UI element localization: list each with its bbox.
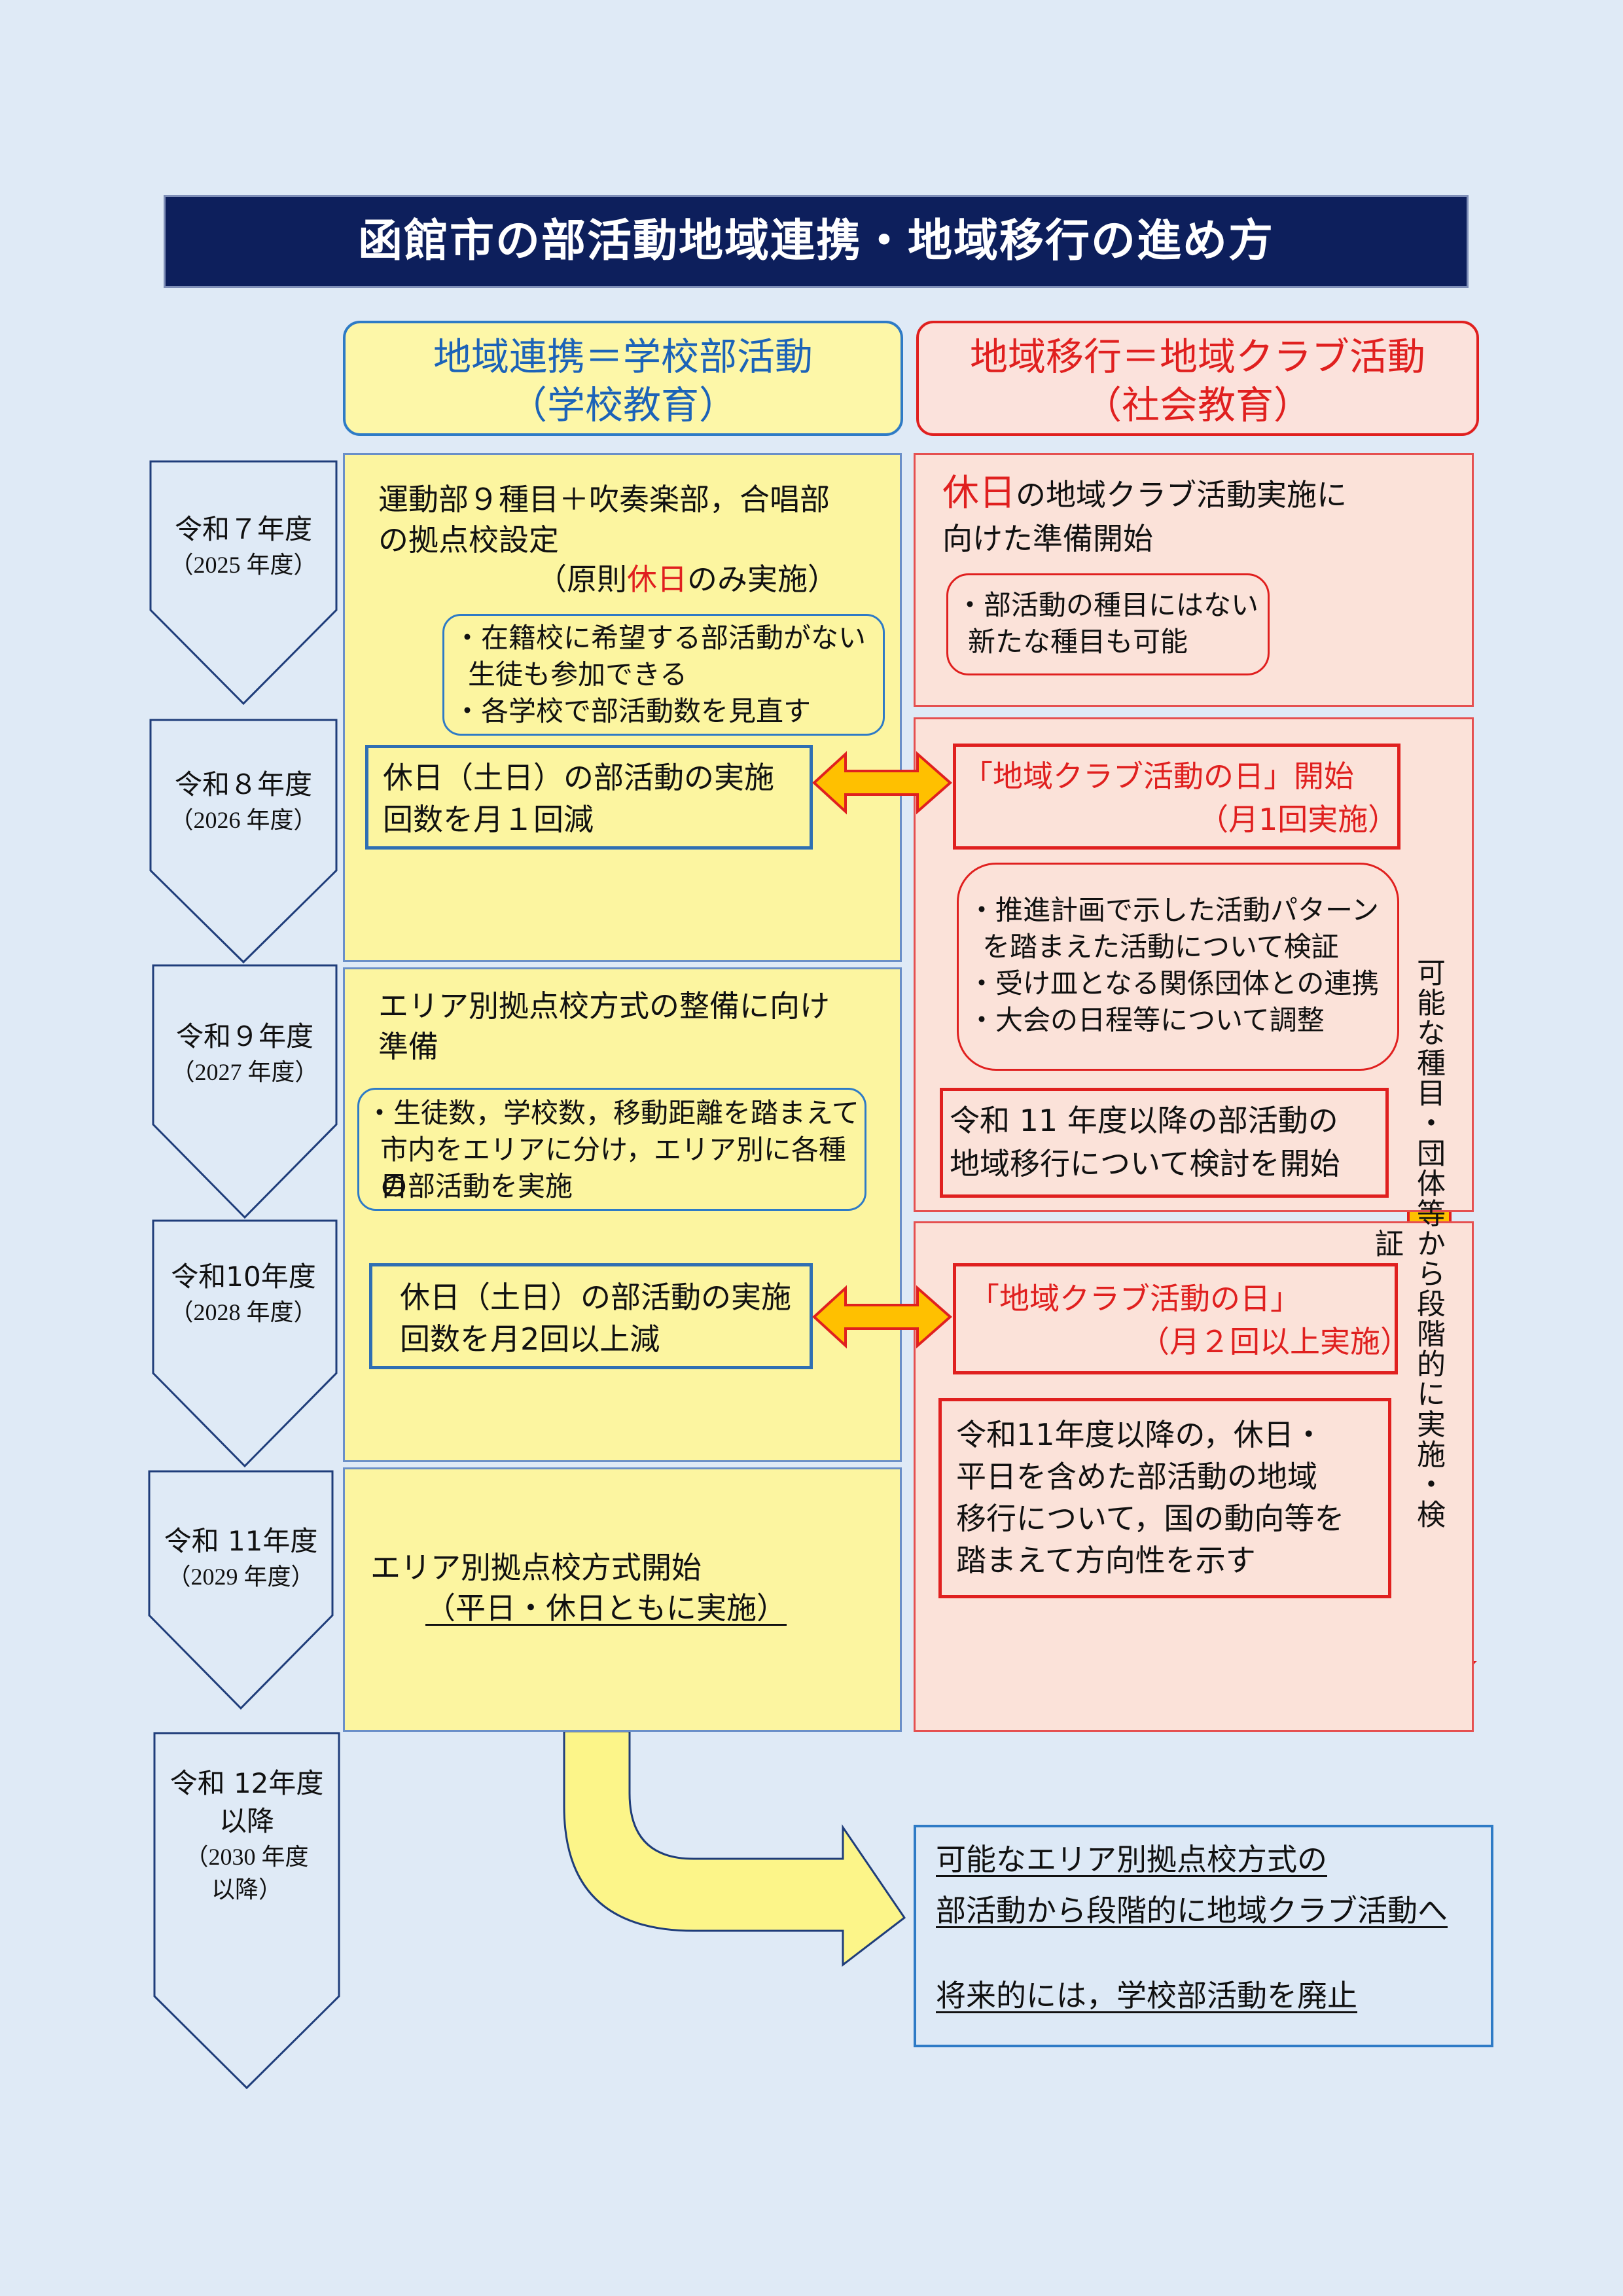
year-chevron-2026	[149, 719, 338, 964]
year-sub: （2026 年度）	[169, 807, 317, 833]
club-r8-day-line2: （月1回実施）	[1198, 802, 1399, 837]
school-r8-line2: 回数を月１回減	[383, 802, 594, 837]
school-r7-line3-post: のみ実施）	[687, 562, 838, 597]
school-r7-line3-red: 休日	[627, 562, 687, 597]
club-r7-note2: 新たな種目も可能	[968, 626, 1188, 658]
school-r7-line1: 運動部９種目＋吹奏楽部，合唱部	[378, 482, 830, 517]
column-header-school-line2: （学校教育）	[508, 383, 737, 427]
club-r10-day-line1: 「地域クラブ活動の日」	[969, 1281, 1300, 1316]
page-title: 函館市の部活動地域連携・地域移行の進め方	[164, 195, 1469, 288]
year-chevron-2027	[152, 964, 338, 1219]
club-r7-line2: 向けた準備開始	[942, 521, 1153, 556]
school-r9-line1: エリア別拠点校方式の整備に向け	[378, 988, 830, 1024]
final-line3-text: 将来的には，学校部活動を廃止	[936, 1978, 1357, 2013]
school-block-2029	[343, 1467, 902, 1732]
year-label-2026: 令和８年度 （2026 年度）	[151, 766, 336, 836]
school-r8-box: 休日（土日）の部活動の実施 回数を月１回減	[365, 745, 813, 850]
club-r8-review-box: 令和 11 年度以降の部活動の 地域移行について検討を開始	[940, 1088, 1389, 1198]
club-r10-box3: 移行について，国の動向等を	[956, 1501, 1345, 1536]
club-r8-day-box: 「地域クラブ活動の日」開始 （月1回実施）	[953, 744, 1400, 850]
school-r9-note1: ・生徒数，学校数，移動距離を踏まえて	[366, 1097, 859, 1129]
school-r9-line2: 準備	[378, 1029, 438, 1064]
year-main: 令和９年度	[175, 1020, 313, 1052]
vertical-arrow-text: 可能な種目・団体等から段階的に実施・検証	[1370, 958, 1445, 1530]
year-main: 令和 12年度	[169, 1767, 324, 1799]
club-r7-note1: ・部活動の種目にはない	[956, 589, 1259, 621]
club-r8-day-line1: 「地域クラブ活動の日」開始	[963, 759, 1354, 794]
school-r7-note3: ・各学校で部活動数を見直す	[454, 695, 812, 727]
final-line1: 可能なエリア別拠点校方式の	[936, 1839, 1327, 1880]
year-sub-2: 以降）	[211, 1876, 282, 1903]
year-sub: （2030 年度	[185, 1844, 309, 1870]
curved-arrow-icon	[563, 1730, 906, 1967]
school-r7-line3-pre: （原則	[537, 562, 627, 597]
year-main: 令和10年度	[171, 1261, 316, 1293]
school-r8-line1: 休日（土日）の部活動の実施	[383, 760, 774, 795]
final-outcome-box: 可能なエリア別拠点校方式の 部活動から段階的に地域クラブ活動へ 将来的には，学校…	[914, 1825, 1493, 2047]
club-r8-box1: 令和 11 年度以降の部活動の	[950, 1103, 1338, 1138]
club-r8-note1: ・推進計画で示した活動パターン	[968, 894, 1379, 926]
year-label-2028: 令和10年度 （2028 年度）	[151, 1258, 336, 1329]
year-label-2025: 令和７年度 （2025 年度）	[151, 511, 336, 581]
school-r9-note-box: ・生徒数，学校数，移動距離を踏まえて 市内をエリアに分け，エリア別に各種目 の部…	[357, 1088, 866, 1211]
club-r10-day-line2: （月２回以上実施）	[1139, 1324, 1410, 1359]
column-header-club: 地域移行＝地域クラブ活動 （社会教育）	[916, 321, 1479, 436]
school-block-2027-2028	[343, 967, 902, 1462]
column-header-school-line1: 地域連携＝学校部活動	[433, 334, 813, 379]
year-sub: （2025 年度）	[169, 552, 317, 578]
club-r7-line1-post: の地域クラブ活動実施に	[1016, 477, 1347, 512]
school-r10-line1: 休日（土日）の部活動の実施	[400, 1280, 791, 1315]
club-r8-note3: ・受け皿となる関係団体との連携	[968, 967, 1380, 999]
school-r10-line2: 回数を月2回以上減	[400, 1321, 660, 1357]
club-r8-note-box: ・推進計画で示した活動パターン を踏まえた活動について検証 ・受け皿となる関係団…	[957, 863, 1399, 1071]
year-label-2029: 令和 11年度 （2029 年度）	[149, 1522, 332, 1593]
final-line3: 将来的には，学校部活動を廃止	[936, 1975, 1357, 2016]
club-r10-direction-box: 令和11年度以降の，休日・ 平日を含めた部活動の地域 移行について，国の動向等を…	[938, 1398, 1391, 1598]
club-r8-note2: を踏まえた活動について検証	[982, 931, 1339, 963]
year-label-2030: 令和 12年度 以降 （2030 年度 以降）	[154, 1765, 339, 1906]
club-r8-note4: ・大会の日程等について調整	[968, 1004, 1325, 1036]
school-r10-box: 休日（土日）の部活動の実施 回数を月2回以上減	[369, 1263, 813, 1369]
club-r7-line1: 休日の地域クラブ活動実施に	[942, 473, 1347, 516]
year-sub: （2029 年度）	[167, 1564, 315, 1590]
column-header-club-line1: 地域移行＝地域クラブ活動	[969, 334, 1425, 379]
year-chevron-2028	[152, 1219, 338, 1468]
year-main: 令和７年度	[174, 513, 312, 545]
school-r7-note2: 生徒も参加できる	[468, 658, 688, 691]
year-chevron-2030	[153, 1732, 340, 2090]
school-r7-line3: （原則休日のみ実施）	[537, 559, 838, 600]
school-r7-line2: の拠点校設定	[378, 522, 559, 558]
club-r10-box2: 平日を含めた部活動の地域	[956, 1459, 1317, 1494]
year-chevron-2029	[148, 1470, 334, 1710]
year-label-2027: 令和９年度 （2027 年度）	[153, 1018, 336, 1088]
club-r10-day-box: 「地域クラブ活動の日」 （月２回以上実施）	[953, 1263, 1410, 1374]
year-main: 令和 11年度	[164, 1525, 318, 1557]
column-header-club-line2: （社会教育）	[1083, 383, 1311, 427]
school-r7-note-box: ・在籍校に希望する部活動がない 生徒も参加できる ・各学校で部活動数を見直す	[442, 614, 885, 736]
school-r11-line2: （平日・休日ともに実施）	[425, 1588, 787, 1628]
year-chevron-2025	[149, 460, 338, 706]
club-r7-note-box: ・部活動の種目にはない 新たな種目も可能	[946, 573, 1270, 675]
year-sub: （2027 年度）	[171, 1059, 319, 1085]
year-sub: （2028 年度）	[169, 1299, 317, 1325]
final-line2: 部活動から段階的に地域クラブ活動へ	[936, 1890, 1448, 1931]
school-r11-line1: エリア別拠点校方式開始	[370, 1550, 702, 1585]
column-header-school: 地域連携＝学校部活動 （学校教育）	[343, 321, 903, 436]
year-main-2: 以降	[219, 1805, 274, 1837]
final-line2-text: 部活動から段階的に地域クラブ活動へ	[936, 1893, 1448, 1928]
school-r11-line2-text: （平日・休日ともに実施）	[425, 1590, 787, 1626]
club-r8-box2: 地域移行について検討を開始	[950, 1146, 1340, 1181]
school-r9-note3: の部活動を実施	[380, 1170, 573, 1202]
final-line1-text: 可能なエリア別拠点校方式の	[936, 1842, 1327, 1877]
year-main: 令和８年度	[174, 768, 312, 800]
club-r10-box1: 令和11年度以降の，休日・	[956, 1417, 1324, 1452]
school-r9-note2: 市内をエリアに分け，エリア別に各種目	[380, 1134, 846, 1202]
school-r7-note1: ・在籍校に希望する部活動がない	[454, 622, 866, 654]
club-r7-line1-red: 休日	[942, 472, 1016, 514]
club-r10-box4: 踏まえて方向性を示す	[956, 1543, 1256, 1578]
